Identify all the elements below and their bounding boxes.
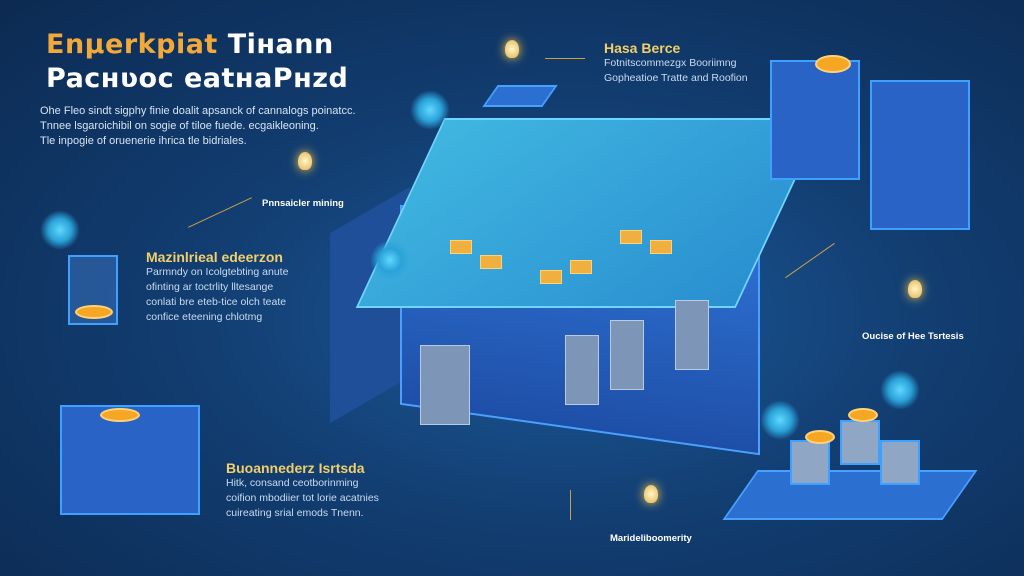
- callout-body: confice eteening chlotmg: [146, 311, 263, 323]
- intro-line: Ohe Fleo sindt sigphy finie doalit apsan…: [40, 105, 356, 117]
- lightbulb-icon: [644, 485, 658, 503]
- lightbulb-icon: [908, 280, 922, 298]
- coin-icon: [75, 305, 113, 319]
- callout-label: Pnnsaicler mining: [262, 198, 344, 209]
- callout-body: Fotnitscommezgx Booriimng: [604, 57, 737, 69]
- callout-body: Gopheatioe Tratte and Roofion: [604, 72, 748, 84]
- digital-tree: [370, 240, 410, 280]
- callout-body: ofinting ar toctrlity lltesange: [146, 281, 274, 293]
- mining-building: [60, 405, 200, 515]
- gold-crate: [540, 270, 562, 284]
- title-part: Tiнann: [227, 29, 334, 60]
- digital-tree: [880, 370, 920, 410]
- intro-line: Tnnee lsgaroichibil on sogie of tiloe fu…: [40, 120, 319, 132]
- mining-platform: [722, 470, 978, 520]
- lightbulb-icon: [505, 40, 519, 58]
- connector-line: [570, 490, 571, 520]
- callout-heading: Hasa Berce: [604, 40, 681, 56]
- connector-line: [545, 58, 585, 59]
- callout-heading: Mazinlrieal edeerzon: [146, 249, 283, 265]
- gold-crate: [620, 230, 642, 244]
- lightbulb-icon: [298, 152, 312, 170]
- coin-icon: [100, 408, 140, 422]
- coin-icon: [815, 55, 851, 73]
- mini-platform: [482, 85, 558, 107]
- server-cabinet: [675, 300, 709, 370]
- server-rack: [420, 345, 470, 425]
- connector-line: [188, 197, 252, 228]
- callout-body: Hitk, consand ceotborinming: [226, 477, 359, 489]
- title-line-2: Pacнʋoc eatнaPнzd: [46, 63, 349, 94]
- callout-body: coifion mbodiier tot lorie acatnies: [226, 492, 379, 504]
- callout-label: Marideliboomerity: [610, 533, 692, 544]
- server-tower: [870, 80, 970, 230]
- miner-unit: [840, 420, 880, 465]
- gold-crate: [450, 240, 472, 254]
- server-cabinet: [610, 320, 644, 390]
- gold-crate: [650, 240, 672, 254]
- digital-tree: [760, 400, 800, 440]
- callout-heading: Buoannederz Isrtsda: [226, 460, 365, 476]
- digital-tree: [40, 210, 80, 250]
- miner-unit: [790, 440, 830, 485]
- callout-bottom-left: Buoannederz Isrtsda Hitk, consand ceotbo…: [226, 460, 379, 521]
- callout-top-right: Hasa Berce Fotnitscommezgx Booriimng Gop…: [604, 40, 748, 86]
- callout-body: Parmndy on Icolgtebting anute: [146, 266, 289, 278]
- intro-text: Ohe Fleo sindt sigphy finie doalit apsan…: [40, 104, 380, 149]
- server-tower: [770, 60, 860, 180]
- server-cabinet: [565, 335, 599, 405]
- callout-body: conlati bre eteb-tice olch teate: [146, 296, 287, 308]
- coin-icon: [848, 408, 878, 422]
- miner-unit: [880, 440, 920, 485]
- callout-label: Oucise of Hee Tsrtesis: [862, 331, 964, 342]
- intro-line: Tle inpogie of oruenerie ihrica tle bidr…: [40, 135, 247, 147]
- page-title: Enµerkpiat Tiнann Pacнʋoc eatнaPнzd: [46, 28, 348, 96]
- gold-crate: [480, 255, 502, 269]
- connector-line: [785, 242, 835, 279]
- digital-tree: [410, 90, 450, 130]
- title-highlight: Enµerkpiat: [46, 29, 218, 60]
- callout-left: Mazinlrieal edeerzon Parmndy on Icolgteb…: [146, 249, 288, 325]
- coin-icon: [805, 430, 835, 444]
- callout-body: cuireating srial emods Tnenn.: [226, 507, 364, 519]
- gold-crate: [570, 260, 592, 274]
